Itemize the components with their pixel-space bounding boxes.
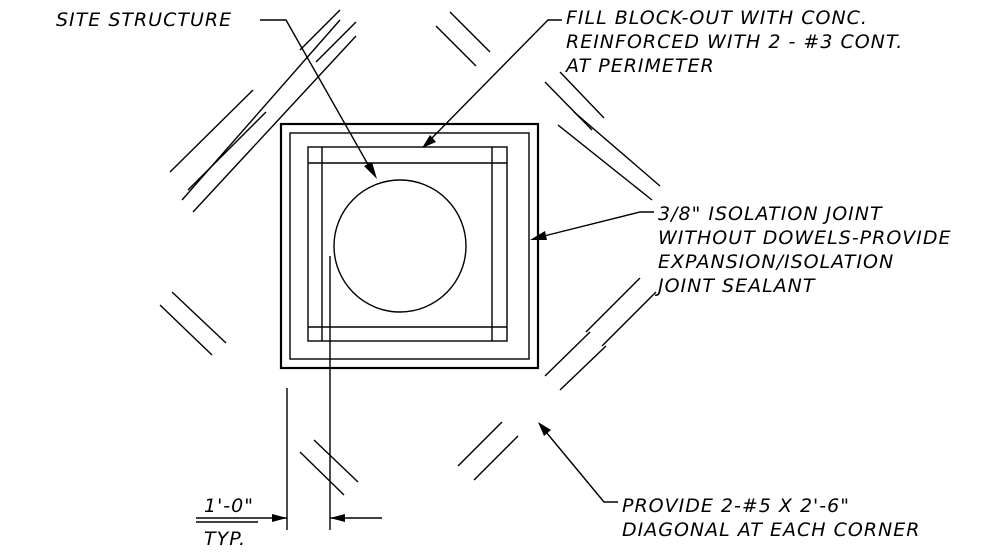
fill-block-out-line-1: FILL BLOCK-OUT WITH CONC. bbox=[566, 7, 868, 29]
dimension-note: TYP. bbox=[204, 528, 246, 550]
block-out-edge bbox=[289, 132, 530, 360]
isolation-joint-line-4: JOINT SEALANT bbox=[654, 275, 816, 297]
provide-bars-line-1: PROVIDE 2-#5 X 2'-6" bbox=[622, 495, 850, 517]
fill-block-out-line-2: REINFORCED WITH 2 - #3 CONT. bbox=[566, 31, 903, 53]
isolation-joint-line-2: WITHOUT DOWELS-PROVIDE bbox=[658, 227, 952, 249]
dimension bbox=[196, 256, 382, 530]
leaders bbox=[260, 19, 654, 503]
provide-bars-line-2: DIAGONAL AT EACH CORNER bbox=[622, 519, 920, 541]
perimeter-bar-outer bbox=[307, 146, 508, 342]
site-structure-label: SITE STRUCTURE bbox=[56, 9, 232, 31]
isolation-joint-line-1: 3/8" ISOLATION JOINT bbox=[658, 203, 883, 225]
isolation-joint-outline bbox=[279, 122, 540, 370]
fill-block-out-line-3: AT PERIMETER bbox=[564, 55, 715, 77]
dimension-value: 1'-0" bbox=[204, 495, 254, 517]
site-structure-circle bbox=[333, 179, 467, 313]
isolation-joint-line-3: EXPANSION/ISOLATION bbox=[658, 251, 894, 273]
block-out bbox=[279, 122, 540, 370]
diagonal-bars bbox=[159, 9, 661, 496]
